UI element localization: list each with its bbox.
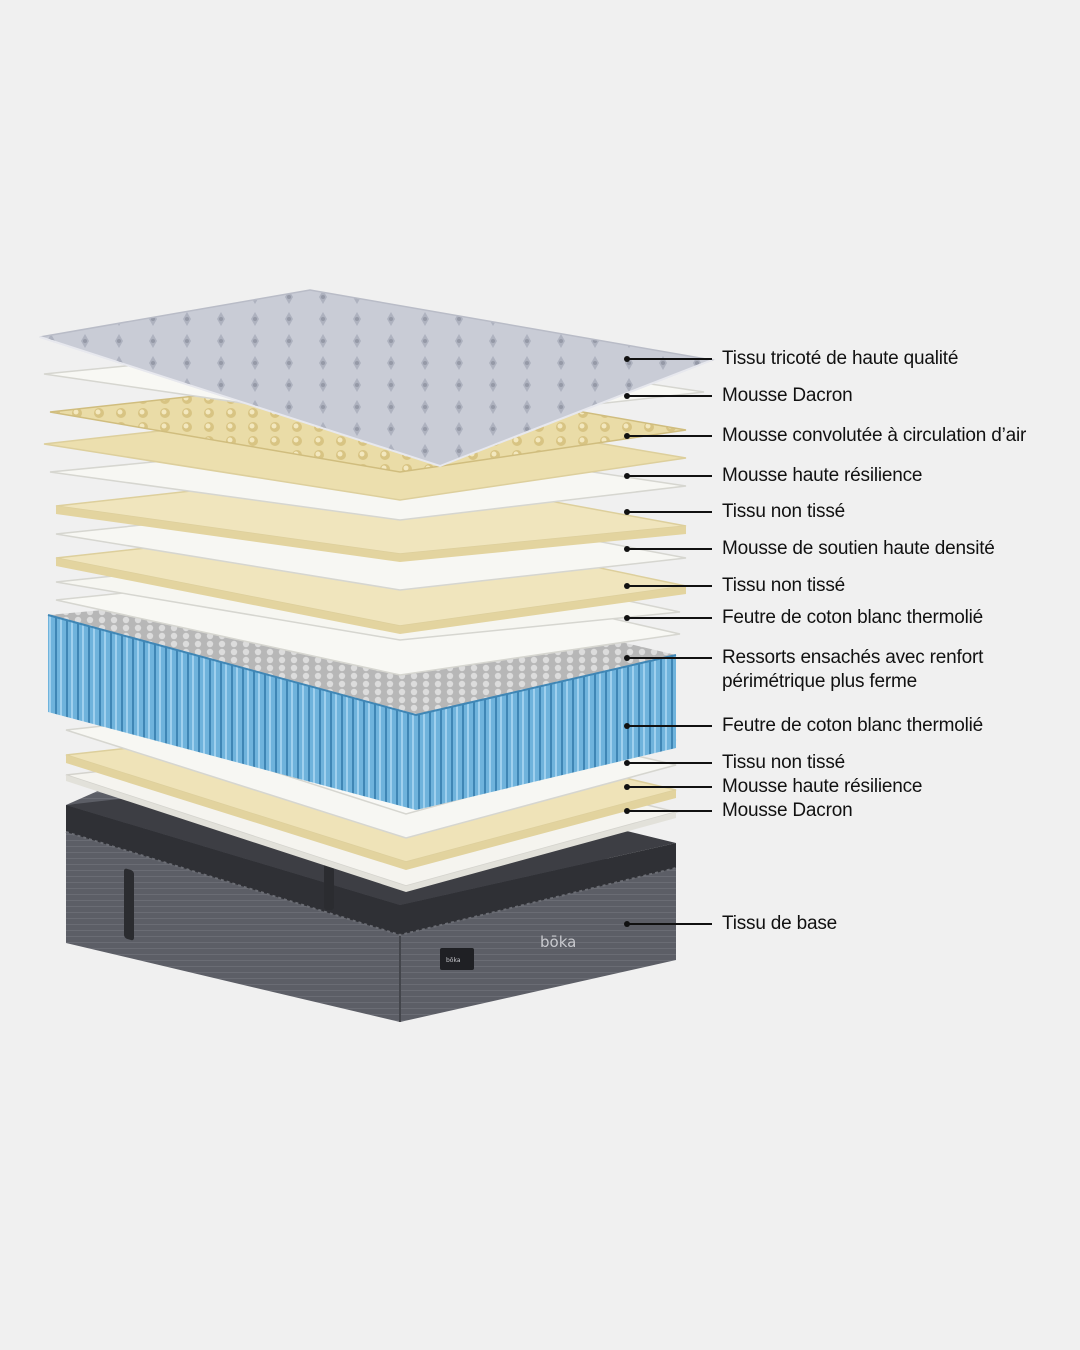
leader-line [627,786,712,788]
layer-label: Tissu de base [722,913,837,934]
leader-line [627,585,712,587]
layer-label: Mousse de soutien haute densité [722,538,995,559]
layer-label: Mousse Dacron [722,800,853,821]
leader-line [627,395,712,397]
layer-label: Mousse haute résilience [722,776,923,797]
leader-line [627,475,712,477]
layer-label: Tissu tricoté de haute qualité [722,348,959,369]
leader-line [627,725,712,727]
layer-label: Mousse haute résilience [722,465,923,486]
layer-knit-fabric [39,289,715,468]
leader-line [627,657,712,659]
layer-label: Feutre de coton blanc thermolié [722,607,984,628]
leader-line [627,548,712,550]
leader-line [627,435,712,437]
leader-line [627,923,712,925]
leader-line [627,762,712,764]
layer-label: Tissu non tissé [722,752,846,773]
layer-label: Mousse Dacron [722,385,853,406]
layer-label: Mousse convolutée à circulation d’air [722,425,1027,446]
layer-label: Feutre de coton blanc thermolié [722,715,984,736]
leader-line [627,358,712,360]
layer-label-line1: Ressorts ensachés avec renfort [722,647,984,668]
leader-line [627,617,712,619]
brand-tag: bōka [446,957,461,964]
layer-label: Tissu non tissé [722,575,846,596]
layer-label-line2: périmétrique plus ferme [722,671,917,692]
brand-logo: bōka [540,933,576,951]
layer-label: Ressorts ensachés avec renfort périmétriq… [722,646,983,694]
layer-label: Tissu non tissé [722,501,846,522]
leader-line [627,810,712,812]
leader-line [627,511,712,513]
